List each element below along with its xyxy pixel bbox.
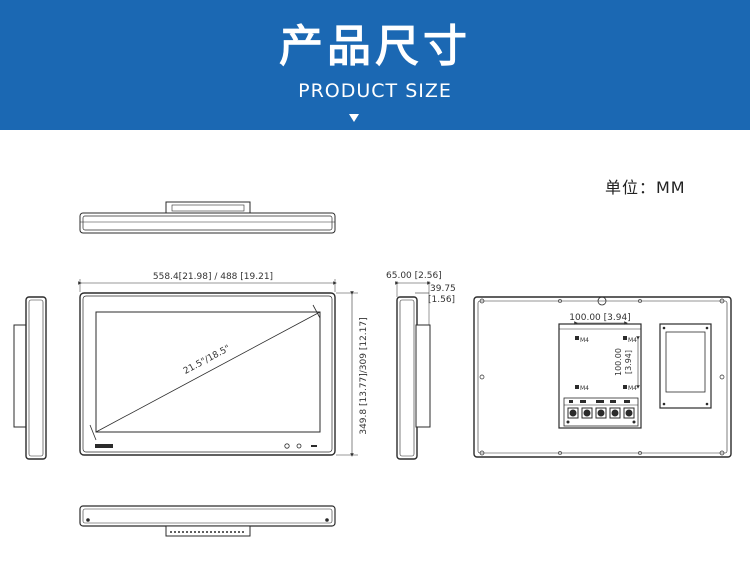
bottom-view xyxy=(79,505,336,537)
top-view xyxy=(79,201,336,234)
unit-label: 单位：MM xyxy=(605,178,686,197)
screw-label: M4 xyxy=(628,385,637,392)
down-arrow-icon xyxy=(349,114,359,122)
sub-depth-dimension: 39.75 xyxy=(430,284,456,294)
width-dimension: 558.4[21.98] / 488 [19.21] xyxy=(153,272,273,282)
header-banner: 产品尺寸 PRODUCT SIZE xyxy=(0,0,750,130)
vesa-width-dimension: 100.00 [3.94] xyxy=(569,313,630,323)
screw-label: M4 xyxy=(628,337,637,344)
right-side-view: 65.00 [2.56] 39.75 [1.56] xyxy=(386,271,456,460)
page-subtitle: PRODUCT SIZE xyxy=(298,80,452,102)
page-title: 产品尺寸 xyxy=(279,21,471,72)
depth-dimension: 65.00 [2.56] xyxy=(386,271,442,281)
screw-label: M4 xyxy=(580,385,589,392)
io-port-icons xyxy=(567,407,635,419)
brand-logo xyxy=(95,444,113,448)
led-icon xyxy=(296,443,302,449)
height-dimension: 349.8 [13.77]/309 [12.17] xyxy=(359,317,369,434)
sensor-icon xyxy=(311,445,317,447)
vesa-height-dimension: 100.00 xyxy=(614,348,623,376)
vesa-height-dimension-inch: [3.94] xyxy=(624,350,633,374)
screw-label: M4 xyxy=(580,337,589,344)
dimension-drawing: 558.4[21.98] / 488 [19.21] 21.5"/18.5" 3… xyxy=(13,201,732,537)
left-side-view xyxy=(13,296,47,460)
sub-depth-dimension-inch: [1.56] xyxy=(428,295,455,305)
power-icon xyxy=(284,443,290,449)
rear-view: 100.00 [3.94] M4 M4 M4 M4 100.00 [3.94] xyxy=(473,296,732,458)
front-view: 558.4[21.98] / 488 [19.21] 21.5"/18.5" 3… xyxy=(78,272,369,457)
